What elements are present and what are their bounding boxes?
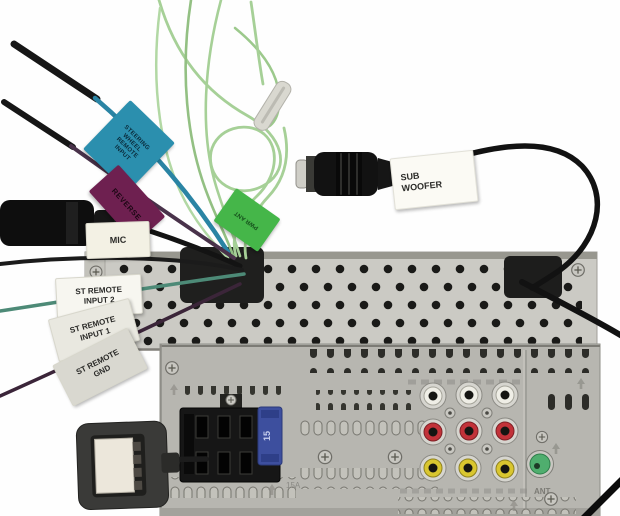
vent-slots-right bbox=[538, 390, 590, 416]
louver-band-1 bbox=[298, 420, 432, 441]
radio-antenna-jack: ANT bbox=[526, 430, 554, 496]
louver-band-2 bbox=[298, 468, 438, 489]
right-cable-grommet bbox=[504, 256, 562, 298]
vent-slots-mid bbox=[316, 390, 416, 410]
antenna-embossed-text: ANT bbox=[534, 487, 551, 496]
blade-fuse-15a bbox=[257, 406, 283, 466]
mic-label: MIC bbox=[85, 220, 151, 260]
rca-jack-grid bbox=[419, 381, 519, 483]
st-remote-input2-wire bbox=[0, 255, 244, 272]
chassis-rear-panel: 15 15A bbox=[159, 343, 601, 516]
corner-cable bbox=[581, 477, 620, 516]
rca-row-red bbox=[419, 417, 519, 446]
usb-port-face bbox=[94, 437, 135, 494]
vent-slots-top bbox=[300, 349, 544, 373]
usb-connector bbox=[75, 420, 180, 511]
vent-slots-top-right bbox=[548, 349, 594, 373]
louver-band-4 bbox=[398, 497, 576, 514]
fuse-rating-text: 15A bbox=[286, 481, 301, 490]
fuse-value-text: 15 bbox=[262, 431, 272, 441]
rca-row-yellow bbox=[419, 454, 519, 483]
mic-label-text: MIC bbox=[109, 234, 127, 245]
rca-row-white bbox=[419, 381, 519, 410]
subwoofer-plug bbox=[295, 143, 600, 291]
reverse-label-text: REVERSE bbox=[110, 186, 144, 222]
left-cable-grommet bbox=[180, 247, 264, 303]
iso-connector-block: 15 15A bbox=[179, 394, 301, 490]
pwr-ant-label-text: PWR ANT bbox=[233, 210, 260, 231]
right-exit-cable bbox=[519, 279, 620, 339]
subwoofer-label: SUB WOOFER bbox=[389, 149, 479, 211]
inline-fuse-holder bbox=[253, 80, 292, 131]
